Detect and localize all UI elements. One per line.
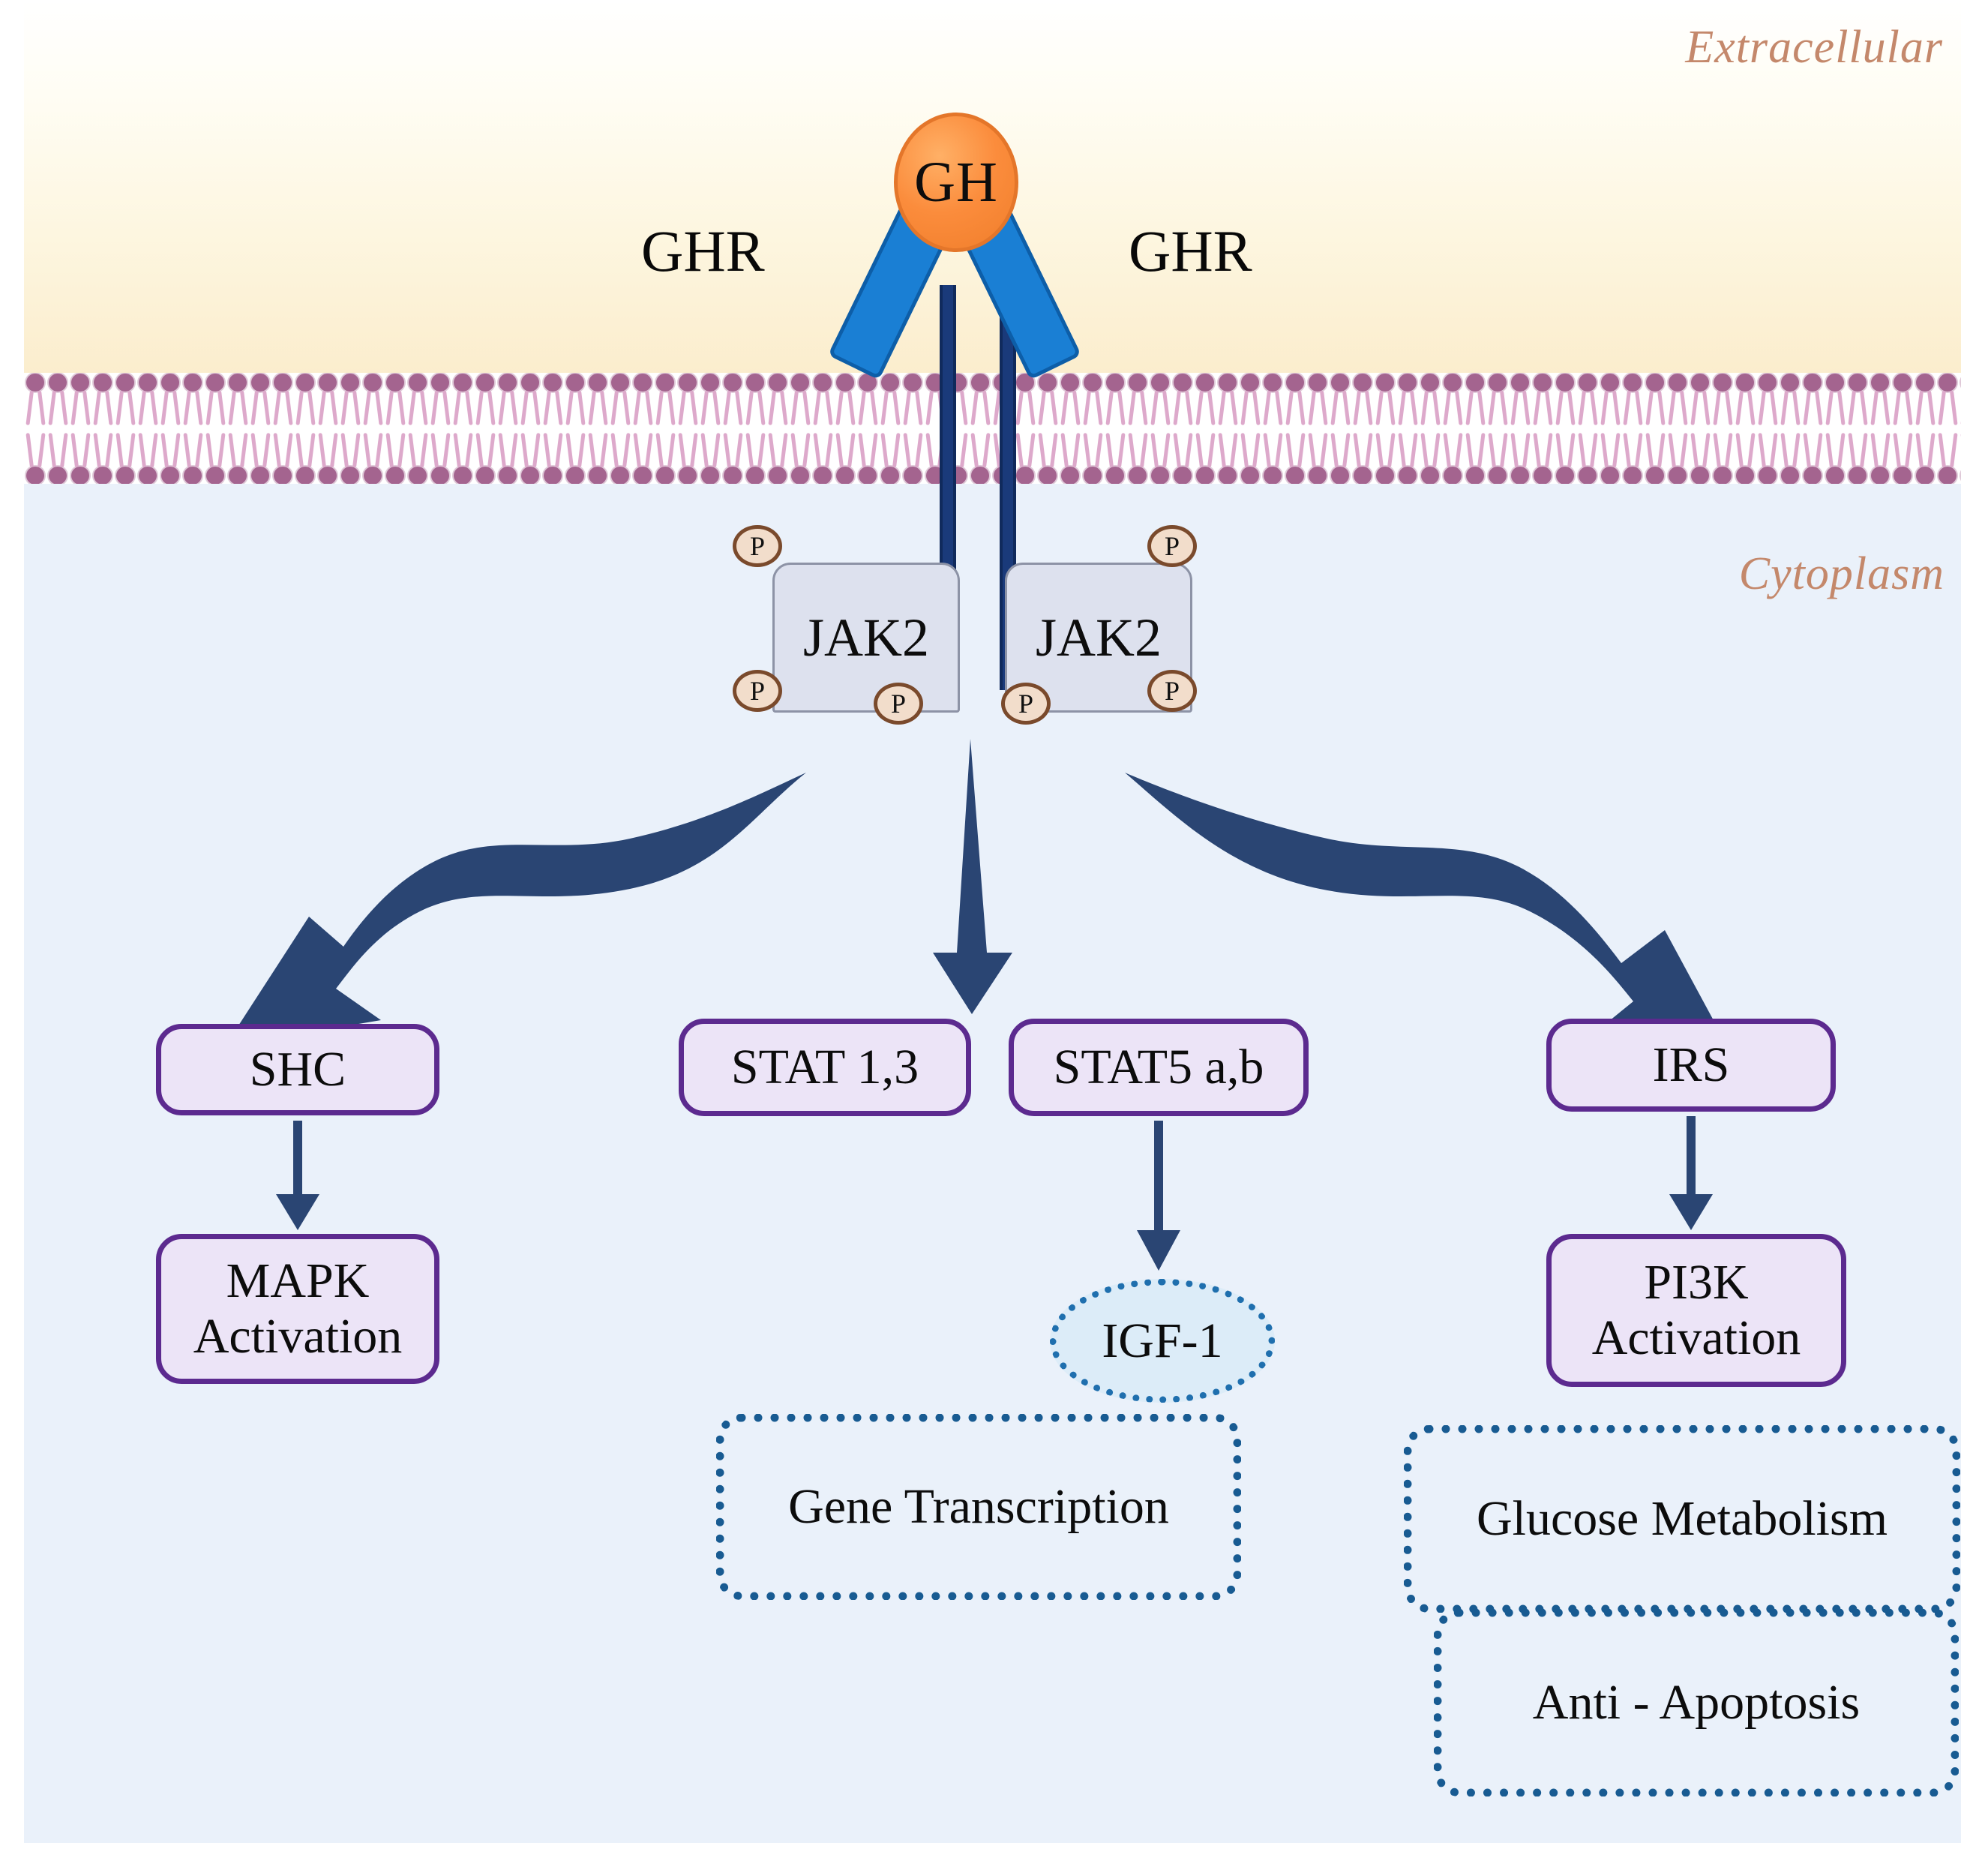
irs-label: IRS [1652, 1037, 1730, 1093]
pathway-box-stat5[interactable]: STAT5 a,b [1009, 1019, 1309, 1116]
outcome-box-anti-apoptosis[interactable]: Anti - Apoptosis [1434, 1609, 1959, 1796]
phospho-label: P [1164, 531, 1180, 561]
phospho-label: P [1164, 676, 1180, 706]
gene-transcription-label: Gene Transcription [788, 1479, 1169, 1534]
pathway-box-pi3k[interactable]: PI3K Activation [1546, 1234, 1846, 1387]
cytoplasm-label: Cytoplasm [1738, 548, 1945, 599]
phospho-label: P [749, 676, 766, 706]
plasma-membrane [24, 373, 1961, 485]
phospho-site-right-bottom-left: P [1001, 683, 1051, 725]
glucose-metabolism-label: Glucose Metabolism [1476, 1491, 1888, 1546]
outcome-box-gene-transcription[interactable]: Gene Transcription [716, 1414, 1241, 1600]
igf1-label: IGF-1 [1102, 1313, 1223, 1368]
phospho-site-right-top: P [1147, 525, 1197, 567]
extracellular-label: Extracellular [1685, 22, 1943, 73]
pathway-box-mapk[interactable]: MAPK Activation [156, 1234, 439, 1384]
lipid-bilayer-outer-leaflet [24, 373, 1961, 429]
phospho-label: P [749, 531, 766, 561]
gh-label: GH [914, 150, 998, 214]
jak2-label-right: JAK2 [1035, 607, 1162, 668]
igf1-node[interactable]: IGF-1 [1050, 1279, 1275, 1403]
phospho-site-right-bottom-right: P [1147, 670, 1197, 712]
outcome-box-glucose-metabolism[interactable]: Glucose Metabolism [1404, 1425, 1960, 1613]
pi3k-label: PI3K Activation [1591, 1255, 1801, 1365]
phospho-label: P [1018, 689, 1034, 719]
pathway-box-shc[interactable]: SHC [156, 1024, 439, 1115]
jak2-box-left: JAK2 [772, 563, 960, 713]
pathway-box-irs[interactable]: IRS [1546, 1019, 1836, 1112]
phospho-site-left-bottom-left: P [733, 670, 782, 712]
shc-label: SHC [249, 1042, 346, 1097]
ghr-label-left: GHR [641, 218, 765, 284]
phospho-site-left-top: P [733, 525, 782, 567]
ghr-label-right: GHR [1129, 218, 1252, 284]
pathway-box-stat13[interactable]: STAT 1,3 [679, 1019, 971, 1116]
phospho-label: P [890, 689, 907, 719]
gh-ligand: GH [894, 113, 1018, 252]
jak2-label-left: JAK2 [802, 607, 929, 668]
anti-apoptosis-label: Anti - Apoptosis [1532, 1675, 1861, 1730]
stat5-label: STAT5 a,b [1053, 1040, 1264, 1095]
mapk-label: MAPK Activation [193, 1253, 403, 1364]
lipid-bilayer-inner-leaflet [24, 429, 1961, 485]
phospho-site-left-bottom-right: P [874, 683, 923, 725]
stat13-label: STAT 1,3 [730, 1040, 919, 1095]
